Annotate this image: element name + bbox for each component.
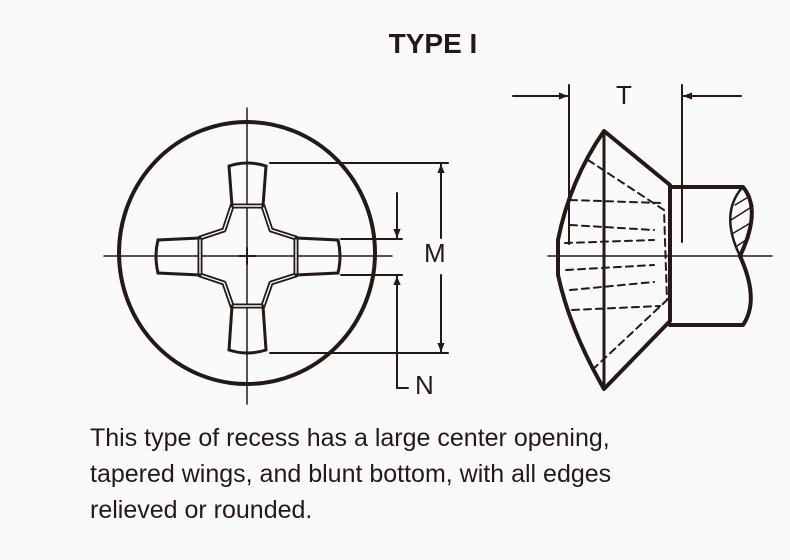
label-t: T xyxy=(616,80,632,110)
hidden-recess-lines xyxy=(564,159,669,373)
caption-line: relieved or rounded. xyxy=(90,496,313,524)
center-plus xyxy=(238,247,256,265)
caption-line: tapered wings, and blunt bottom, with al… xyxy=(90,460,612,488)
label-n: N xyxy=(415,370,434,400)
dimension-t xyxy=(512,84,742,245)
head-profile xyxy=(556,129,672,391)
side-view xyxy=(512,84,773,391)
recess-wings xyxy=(154,161,342,355)
dimension-n xyxy=(340,192,409,389)
top-view xyxy=(103,107,449,405)
shank-section-boundary xyxy=(729,187,743,258)
description-caption: This type of recess has a large center o… xyxy=(90,420,611,528)
section-hatch xyxy=(730,195,754,247)
dimension-m xyxy=(269,162,449,354)
diagram-title: TYPE I xyxy=(388,28,478,59)
label-m: M xyxy=(424,238,446,268)
caption-line: This type of recess has a large center o… xyxy=(90,424,610,452)
